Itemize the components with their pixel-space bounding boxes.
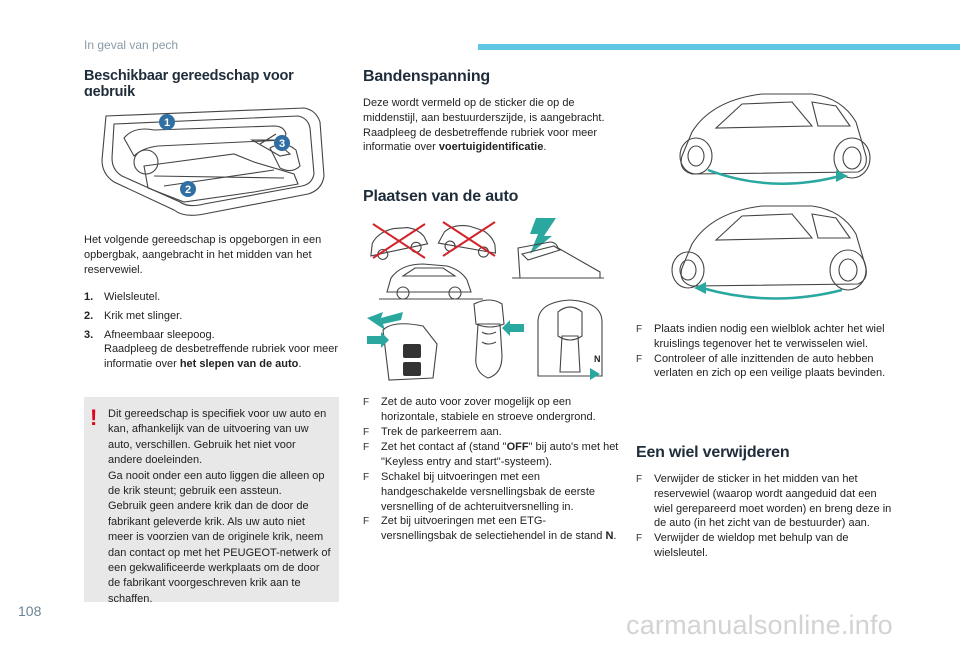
arrow-icon bbox=[590, 368, 600, 380]
list-text-bold: N bbox=[605, 530, 614, 543]
gear-lever-illustration bbox=[473, 299, 524, 379]
list-number: 2. bbox=[84, 309, 94, 322]
section-header: In geval van pech bbox=[84, 38, 179, 52]
warning-text: Ga nooit onder een auto liggen die allee… bbox=[108, 469, 325, 498]
ignition-illustration bbox=[367, 312, 438, 381]
bullet-icon: F bbox=[363, 442, 370, 454]
bullet-icon: F bbox=[363, 397, 370, 408]
bullet-icon: F bbox=[636, 353, 643, 365]
warning-text: Dit gereedschap is specifiek voor uw aut… bbox=[108, 408, 327, 467]
list-item: F Zet de auto voor zover mogelijk op een … bbox=[363, 395, 621, 425]
list-text-pre: Zet het contact af (stand " bbox=[381, 441, 507, 454]
warning-icon: ! bbox=[90, 405, 98, 430]
tyre-pressure-body: Deze wordt vermeld op de sticker die op … bbox=[363, 97, 605, 154]
positioning-list: F Zet de auto voor zover mogelijk op een … bbox=[363, 395, 621, 544]
list-item: F Verwijder de sticker in het midden van … bbox=[636, 472, 898, 531]
list-text: Controleer of alle inzittenden de auto h… bbox=[654, 352, 886, 380]
list-subtext-end: . bbox=[298, 358, 302, 371]
tyre-pressure-title: Bandenspanning bbox=[363, 68, 490, 85]
list-subtext: Raadpleeg de desbetreffende rubriek voor… bbox=[104, 343, 339, 371]
list-text-post: . bbox=[613, 530, 617, 543]
handbrake-illustration bbox=[512, 218, 604, 279]
button-icon bbox=[403, 362, 421, 376]
watermark: carmanualsonline.info bbox=[626, 610, 893, 640]
list-number: 3. bbox=[84, 328, 94, 341]
list-item: F Plaats indien nodig een wielblok achter… bbox=[636, 322, 898, 352]
bullet-icon: F bbox=[636, 324, 643, 335]
remove-wheel-title: Een wiel verwijderen bbox=[636, 444, 790, 461]
tools-list-item: 2. Krik met slinger. bbox=[84, 309, 342, 324]
callout-3 bbox=[274, 135, 290, 151]
wheel-block-list: F Plaats indien nodig een wielblok achter… bbox=[636, 322, 898, 381]
tools-list-item: 3. Afneembaar sleepoog. Raadpleeg de des… bbox=[84, 328, 342, 372]
tyre-pressure-text: Deze wordt vermeld op de sticker die op … bbox=[363, 96, 623, 155]
bullet-icon: F bbox=[636, 533, 643, 545]
callout-2 bbox=[180, 181, 196, 197]
list-text: Verwijder de wieldop met behulp van de w… bbox=[654, 532, 849, 559]
list-text: Afneembaar sleepoog. bbox=[104, 328, 215, 341]
wheel-block-car-illustration bbox=[679, 93, 871, 185]
list-item: F Zet het contact af (stand "OFF" bij aut… bbox=[363, 440, 621, 470]
button-icon bbox=[403, 344, 421, 358]
list-item: F Verwijder de wieldop met behulp van de … bbox=[636, 531, 898, 561]
page-number: 108 bbox=[18, 603, 42, 619]
list-item: F Zet bij uitvoeringen met een ETG-versne… bbox=[363, 514, 621, 544]
list-text: Zet bij uitvoeringen met een ETG-versnel… bbox=[381, 514, 621, 544]
towing-link[interactable]: het slepen van de auto bbox=[179, 358, 299, 371]
list-text-block: Afneembaar sleepoog. Raadpleeg de desbet… bbox=[104, 328, 342, 372]
tools-list: 1. Wielsleutel. 2. Krik met slinger. 3. … bbox=[84, 290, 342, 376]
arrow-right-icon bbox=[367, 332, 389, 348]
toolkit-illustration: 1 2 3 bbox=[84, 96, 339, 226]
list-text: Trek de parkeerrem aan. bbox=[381, 425, 502, 438]
tyre-pressure-end: . bbox=[543, 141, 547, 154]
tools-intro: Het volgende gereedschap is opgeborgen i… bbox=[84, 234, 322, 276]
tools-list-item: 1. Wielsleutel. bbox=[84, 290, 342, 305]
callout-1-label: 1 bbox=[164, 117, 170, 129]
warning-text: Gebruik geen andere krik dan de door de … bbox=[108, 500, 331, 605]
list-item: F Schakel bij uitvoeringen met een handge… bbox=[363, 470, 621, 514]
bullet-icon: F bbox=[636, 474, 643, 485]
callout-2-label: 2 bbox=[185, 184, 191, 196]
remove-wheel-list: F Verwijder de sticker in het midden van … bbox=[636, 472, 898, 561]
list-text: Wielsleutel. bbox=[104, 291, 161, 303]
list-text-bold: OFF bbox=[506, 441, 529, 454]
bullet-icon: F bbox=[363, 471, 370, 483]
gear-n-label: N bbox=[594, 354, 601, 364]
list-text: Schakel bij uitvoeringen met een handges… bbox=[381, 470, 596, 513]
list-text: Zet de auto voor zover mogelijk op een h… bbox=[381, 396, 596, 423]
header-accent-bar bbox=[478, 44, 960, 50]
callout-3-label: 3 bbox=[279, 138, 285, 150]
list-item: F Trek de parkeerrem aan. bbox=[363, 425, 621, 441]
bullet-icon: F bbox=[363, 516, 370, 528]
cars-slope-illustration bbox=[370, 221, 497, 300]
etg-selector-illustration: N bbox=[537, 299, 603, 380]
wheel-block-car-illustration-2 bbox=[671, 205, 867, 300]
arrow-icon bbox=[367, 312, 403, 330]
list-text: Zet het contact af (stand "OFF" bij auto… bbox=[381, 440, 621, 470]
list-text: Krik met slinger. bbox=[104, 309, 183, 322]
list-number: 1. bbox=[84, 291, 94, 303]
vehicle-id-link[interactable]: voertuigidentificatie bbox=[438, 141, 544, 154]
arrow-left-icon bbox=[502, 320, 524, 336]
arrow-right-icon bbox=[836, 170, 848, 182]
list-text-post: " bij auto's met het "Keyless entry and … bbox=[381, 441, 619, 469]
warning-box: ! Dit gereedschap is specifiek voor uw a… bbox=[84, 397, 339, 605]
positioning-title: Plaatsen van de auto bbox=[363, 188, 519, 205]
list-text: Plaats indien nodig een wielblok achter … bbox=[654, 323, 885, 350]
arrow-left-icon bbox=[694, 282, 706, 294]
list-item: F Controleer of alle inzittenden de auto … bbox=[636, 352, 898, 382]
callout-1 bbox=[159, 114, 175, 130]
list-text: Verwijder de sticker in het midden van h… bbox=[654, 473, 892, 530]
list-text-pre: Zet bij uitvoeringen met een ETG-versnel… bbox=[381, 515, 606, 543]
bullet-icon: F bbox=[363, 426, 370, 438]
